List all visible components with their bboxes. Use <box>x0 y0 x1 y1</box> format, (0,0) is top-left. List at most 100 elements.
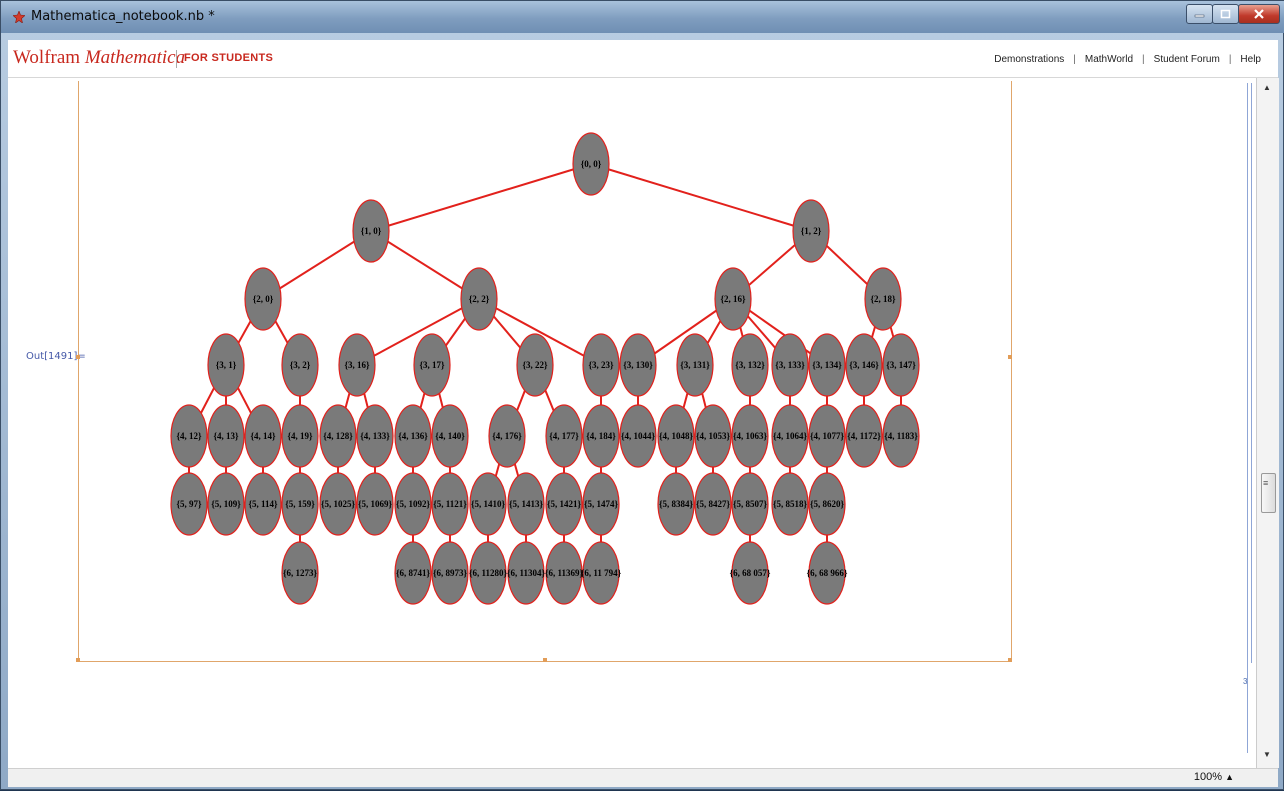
tree-node-ellipse[interactable] <box>281 404 319 468</box>
tree-node-ellipse[interactable] <box>507 472 545 536</box>
tree-node[interactable]: {4, 1063} <box>731 404 769 468</box>
tree-node-ellipse[interactable] <box>619 404 657 468</box>
tree-node[interactable]: {3, 130} <box>619 333 657 397</box>
tree-node-ellipse[interactable] <box>771 404 809 468</box>
tree-node-ellipse[interactable] <box>845 333 883 397</box>
tree-node-ellipse[interactable] <box>488 404 526 468</box>
tree-node-ellipse[interactable] <box>244 267 282 331</box>
zoom-level[interactable]: 100% <box>1193 771 1222 783</box>
tree-node-ellipse[interactable] <box>207 404 245 468</box>
tree-node-ellipse[interactable] <box>469 541 507 605</box>
tree-node-ellipse[interactable] <box>731 541 769 605</box>
tree-node[interactable]: {6, 8741} <box>394 541 432 605</box>
tree-node[interactable]: {3, 23} <box>582 333 620 397</box>
tree-node[interactable]: {3, 147} <box>882 333 920 397</box>
close-button[interactable] <box>1238 4 1280 24</box>
tree-node-ellipse[interactable] <box>676 333 714 397</box>
tree-node[interactable]: {4, 128} <box>319 404 357 468</box>
tree-node[interactable]: {2, 18} <box>864 267 902 331</box>
tree-node-ellipse[interactable] <box>281 472 319 536</box>
tree-node-ellipse[interactable] <box>207 333 245 397</box>
scroll-up-icon[interactable]: ▲ <box>1263 83 1271 92</box>
tree-node[interactable]: {4, 140} <box>431 404 469 468</box>
tree-node[interactable]: {4, 1064} <box>771 404 809 468</box>
tree-node-ellipse[interactable] <box>281 541 319 605</box>
tree-node-ellipse[interactable] <box>582 333 620 397</box>
tree-node-ellipse[interactable] <box>356 472 394 536</box>
tree-node-ellipse[interactable] <box>207 472 245 536</box>
link-mathworld[interactable]: MathWorld <box>1084 54 1134 65</box>
tree-node-ellipse[interactable] <box>714 267 752 331</box>
tree-node[interactable]: {5, 97} <box>170 472 208 536</box>
tree-node[interactable]: {5, 8427} <box>694 472 732 536</box>
tree-node[interactable]: {3, 22} <box>516 333 554 397</box>
tree-node-ellipse[interactable] <box>864 267 902 331</box>
tree-node-ellipse[interactable] <box>545 472 583 536</box>
resize-handle[interactable] <box>1008 355 1012 359</box>
resize-handle[interactable] <box>543 658 547 662</box>
resize-handle[interactable] <box>76 355 80 359</box>
tree-node[interactable]: {5, 1025} <box>319 472 357 536</box>
tree-node[interactable]: {6, 68 057} <box>730 541 771 605</box>
tree-node-ellipse[interactable] <box>694 472 732 536</box>
tree-node[interactable]: {3, 1} <box>207 333 245 397</box>
tree-node-ellipse[interactable] <box>545 541 583 605</box>
tree-node-ellipse[interactable] <box>808 472 846 536</box>
tree-node-ellipse[interactable] <box>281 333 319 397</box>
tree-node[interactable]: {5, 8518} <box>771 472 809 536</box>
zoom-up-icon[interactable]: ▲ <box>1225 772 1234 782</box>
tree-node[interactable]: {4, 1044} <box>619 404 657 468</box>
tree-node[interactable]: {4, 1172} <box>845 404 883 468</box>
tree-node-ellipse[interactable] <box>516 333 554 397</box>
tree-node[interactable]: {5, 159} <box>281 472 319 536</box>
tree-node[interactable]: {4, 1053} <box>694 404 732 468</box>
tree-node-ellipse[interactable] <box>582 541 620 605</box>
tree-node[interactable]: {4, 14} <box>244 404 282 468</box>
tree-node-ellipse[interactable] <box>394 472 432 536</box>
tree-node[interactable]: {4, 133} <box>356 404 394 468</box>
scroll-down-icon[interactable]: ▼ <box>1263 750 1271 759</box>
tree-node[interactable]: {5, 1121} <box>431 472 469 536</box>
tree-node-ellipse[interactable] <box>731 333 769 397</box>
tree-node-ellipse[interactable] <box>394 404 432 468</box>
tree-node-ellipse[interactable] <box>431 541 469 605</box>
resize-handle[interactable] <box>76 658 80 662</box>
tree-node-ellipse[interactable] <box>545 404 583 468</box>
tree-node[interactable]: {3, 131} <box>676 333 714 397</box>
tree-node[interactable]: {6, 11304} <box>507 541 546 605</box>
tree-node-ellipse[interactable] <box>657 472 695 536</box>
cell-bracket-output[interactable] <box>1248 83 1252 663</box>
tree-node-ellipse[interactable] <box>582 472 620 536</box>
tree-node-ellipse[interactable] <box>808 404 846 468</box>
tree-node-ellipse[interactable] <box>808 541 846 605</box>
tree-node-ellipse[interactable] <box>431 404 469 468</box>
tree-node-ellipse[interactable] <box>319 404 357 468</box>
tree-node[interactable]: {3, 133} <box>771 333 809 397</box>
link-help[interactable]: Help <box>1240 54 1261 65</box>
tree-node[interactable]: {6, 8973} <box>431 541 469 605</box>
vertical-scrollbar[interactable]: ▲ ≡ ▼ <box>1256 78 1279 768</box>
tree-node[interactable]: {5, 1474} <box>582 472 620 536</box>
tree-node-ellipse[interactable] <box>170 404 208 468</box>
tree-node-ellipse[interactable] <box>244 472 282 536</box>
link-demonstrations[interactable]: Demonstrations <box>994 54 1065 65</box>
tree-node-ellipse[interactable] <box>338 333 376 397</box>
tree-node[interactable]: {3, 146} <box>845 333 883 397</box>
tree-node-ellipse[interactable] <box>356 404 394 468</box>
tree-node-ellipse[interactable] <box>394 541 432 605</box>
tree-node[interactable]: {4, 1077} <box>808 404 846 468</box>
tree-node[interactable]: {4, 184} <box>582 404 620 468</box>
tree-node-ellipse[interactable] <box>882 404 920 468</box>
tree-node[interactable]: {6, 1273} <box>281 541 319 605</box>
tree-node[interactable]: {5, 109} <box>207 472 245 536</box>
tree-node[interactable]: {5, 114} <box>244 472 282 536</box>
tree-node-ellipse[interactable] <box>808 333 846 397</box>
tree-node-ellipse[interactable] <box>319 472 357 536</box>
tree-node[interactable]: {5, 1092} <box>394 472 432 536</box>
tree-node[interactable]: {3, 17} <box>413 333 451 397</box>
tree-node[interactable]: {5, 8507} <box>731 472 769 536</box>
link-student-forum[interactable]: Student Forum <box>1153 54 1220 65</box>
tree-node-ellipse[interactable] <box>619 333 657 397</box>
tree-node-ellipse[interactable] <box>582 404 620 468</box>
cell-bracket-group[interactable] <box>1244 83 1248 753</box>
